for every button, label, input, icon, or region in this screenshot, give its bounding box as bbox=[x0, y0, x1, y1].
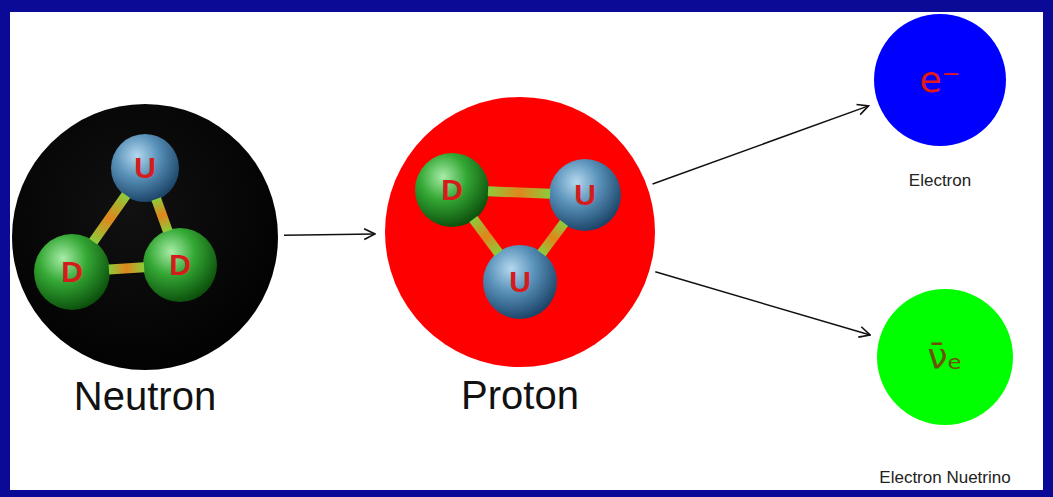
particle-name: Neutron bbox=[74, 376, 216, 416]
neutron-circle-fill bbox=[12, 104, 278, 370]
up-quark-fill bbox=[111, 134, 179, 202]
quark-letter: U bbox=[509, 267, 531, 297]
up-quark-fill bbox=[549, 159, 621, 231]
canvas-ground bbox=[10, 12, 1043, 490]
antineutrino-circle: ν̄ₑElectron Nuetrino bbox=[877, 289, 1013, 425]
gluon-bond bbox=[473, 219, 498, 253]
antineutrino-circle-fill bbox=[877, 289, 1013, 425]
electron-circle-fill bbox=[874, 14, 1006, 146]
quark-letter: D bbox=[441, 175, 463, 205]
down-quark-fill bbox=[415, 153, 489, 227]
down-quark: D bbox=[143, 228, 217, 302]
decay-arrow bbox=[653, 106, 869, 184]
proton-circle: ProtonDUU bbox=[385, 97, 655, 367]
down-quark: D bbox=[415, 153, 489, 227]
gluon-bond bbox=[109, 267, 144, 269]
gluon-bond bbox=[156, 199, 168, 231]
neutron-circle: NeutronUDD bbox=[12, 104, 278, 370]
up-quark: U bbox=[549, 159, 621, 231]
electron-circle: e⁻Electron bbox=[874, 14, 1006, 146]
particle-symbol: e⁻ bbox=[919, 62, 960, 98]
particle-name: Electron Nuetrino bbox=[879, 469, 1010, 486]
decay-arrow bbox=[655, 272, 870, 335]
down-quark: D bbox=[34, 234, 110, 310]
down-quark-fill bbox=[34, 234, 110, 310]
quark-letter: U bbox=[134, 153, 156, 183]
up-quark: U bbox=[111, 134, 179, 202]
proton-circle-fill bbox=[385, 97, 655, 367]
gluon-bond bbox=[542, 223, 565, 253]
particle-name: Proton bbox=[461, 375, 579, 415]
proton-circle-outline bbox=[385, 97, 655, 367]
down-quark-fill bbox=[143, 228, 217, 302]
decay-arrow bbox=[284, 234, 375, 235]
quark-letter: D bbox=[61, 257, 83, 287]
gluon-bond bbox=[93, 195, 126, 242]
up-quark: U bbox=[483, 245, 557, 319]
particle-name: Electron bbox=[909, 172, 971, 189]
up-quark-fill bbox=[483, 245, 557, 319]
quark-letter: U bbox=[574, 180, 596, 210]
particle-symbol: ν̄ₑ bbox=[927, 339, 962, 375]
quark-letter: D bbox=[169, 250, 191, 280]
gluon-bond bbox=[488, 191, 550, 193]
